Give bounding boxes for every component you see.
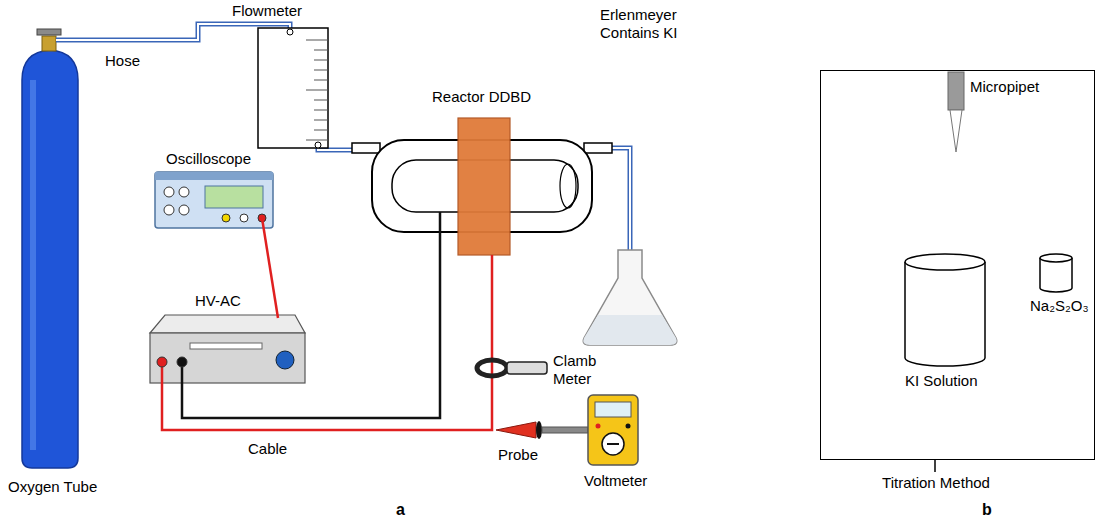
probe — [496, 421, 588, 439]
scale-tick — [306, 140, 328, 141]
scale-tick — [314, 100, 328, 101]
panel-caption: Titration Method — [882, 474, 990, 492]
part-label: Micropipet — [970, 78, 1039, 96]
scale-tick — [314, 120, 328, 121]
scale-tick — [314, 110, 328, 111]
leader-line — [934, 460, 936, 472]
part-label: Na₂S₂O₃ — [1030, 297, 1089, 315]
scale-tick — [314, 70, 328, 71]
scale-tick — [306, 90, 328, 91]
part-label: HV-AC — [195, 292, 241, 310]
red-terminal — [157, 357, 167, 367]
clamp-meter — [477, 360, 547, 376]
part-label: Oscilloscope — [166, 150, 251, 168]
micropipette — [948, 72, 964, 152]
panel-box: Titration Method — [820, 70, 1095, 460]
flowmeter — [258, 28, 328, 148]
oxygen-cylinder — [22, 29, 78, 468]
part-label: KI Solution — [905, 372, 978, 390]
part-label: Erlenmeyer Contains KI — [600, 6, 695, 42]
scale-tick — [314, 80, 328, 81]
cable — [162, 212, 492, 430]
oscilloscope — [155, 172, 273, 228]
part-label: Cable — [248, 440, 287, 458]
scale-tick — [314, 60, 328, 61]
part-label: Reactor DDBD — [432, 88, 531, 106]
ddbd-reactor — [352, 118, 612, 255]
panel-letter: b — [982, 500, 992, 519]
gas-hose — [56, 24, 630, 305]
scale-tick — [306, 40, 328, 41]
black-terminal — [177, 357, 187, 367]
part-label: Oxygen Tube — [8, 478, 97, 496]
erlenmeyer-flask — [583, 250, 677, 345]
part-label: Probe — [498, 446, 538, 464]
part-label: Flowmeter — [232, 2, 302, 20]
ki-beaker — [905, 254, 985, 366]
part-label: Clamb Meter — [553, 352, 608, 388]
panel-letter: a — [396, 500, 405, 519]
part-label: Hose — [105, 52, 140, 70]
hv-ac-supply — [150, 315, 305, 383]
scale-tick — [314, 50, 328, 51]
part-label: Voltmeter — [584, 472, 647, 490]
voltmeter — [588, 395, 638, 465]
thiosulfate-bottle — [1040, 254, 1072, 292]
scale-tick — [314, 130, 328, 131]
